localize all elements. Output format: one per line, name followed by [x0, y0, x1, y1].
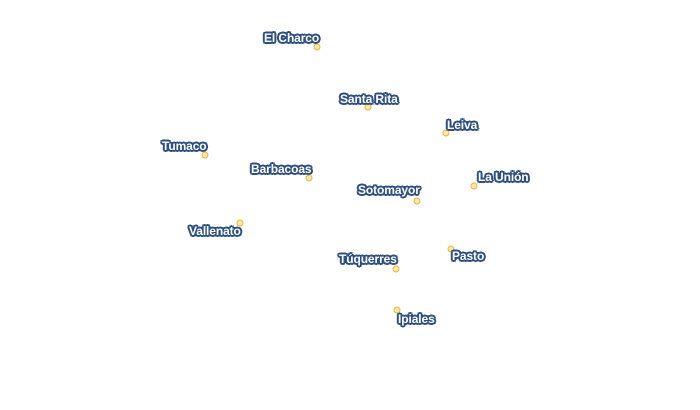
city-marker-sotomayor[interactable]: [413, 197, 421, 205]
city-marker-vallenato[interactable]: [236, 219, 244, 227]
city-label-barbacoas: Barbacoas: [251, 162, 312, 176]
city-label-vallenato: Vallenato: [189, 224, 241, 238]
city-label-el-charco: El Charco: [264, 31, 320, 45]
city-marker-tuquerres[interactable]: [392, 265, 400, 273]
city-marker-la-union[interactable]: [470, 182, 478, 190]
city-label-pasto: Pasto: [452, 249, 485, 263]
city-label-tumaco: Tumaco: [162, 139, 207, 153]
city-label-leiva: Leiva: [447, 118, 478, 132]
city-label-sotomayor: Sotomayor: [358, 183, 420, 197]
city-marker-ipiales[interactable]: [393, 306, 401, 314]
city-marker-pasto[interactable]: [447, 245, 455, 253]
city-label-santa-rita: Santa Rita: [340, 92, 398, 106]
city-marker-tumaco[interactable]: [201, 151, 209, 159]
city-marker-barbacoas[interactable]: [305, 174, 313, 182]
city-label-tuquerres: Túquerres: [339, 252, 397, 266]
city-marker-el-charco[interactable]: [313, 43, 321, 51]
city-label-ipiales: Ipiales: [398, 312, 435, 326]
city-label-la-union: La Unión: [478, 170, 529, 184]
city-marker-santa-rita[interactable]: [364, 103, 372, 111]
city-marker-leiva[interactable]: [442, 129, 450, 137]
